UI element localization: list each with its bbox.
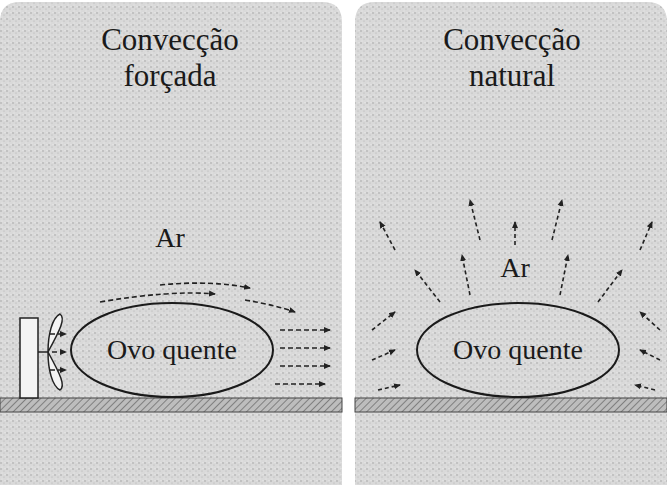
table-plank <box>0 398 342 412</box>
medium-label: Ar <box>140 222 200 254</box>
egg-shape: Ovo quente <box>416 302 620 398</box>
node-text: Ovo quente <box>107 334 237 366</box>
medium-label: Ar <box>485 252 545 284</box>
panel-heading: Convecção forçada <box>60 22 280 93</box>
fan-symbol <box>20 314 62 398</box>
egg-shape: Ovo quente <box>70 302 274 398</box>
right-panel <box>355 2 667 485</box>
table-plank <box>355 398 667 412</box>
node-text: Ovo quente <box>453 334 583 366</box>
left-panel <box>0 2 342 485</box>
panel-heading: Convecção natural <box>402 22 622 93</box>
